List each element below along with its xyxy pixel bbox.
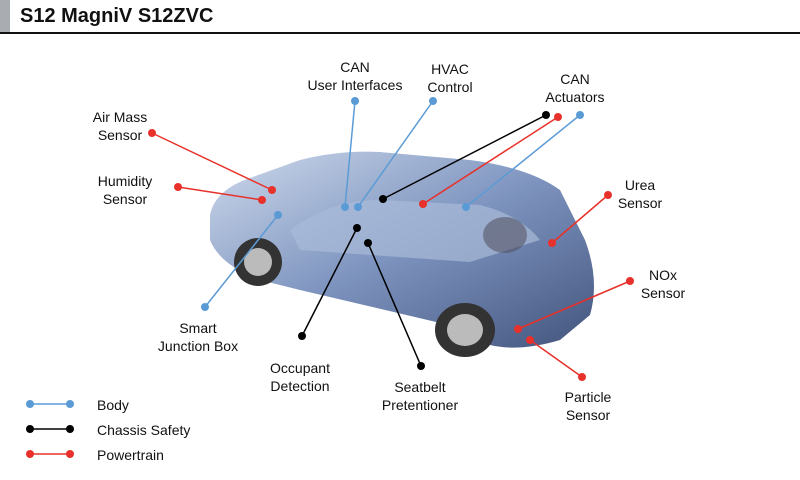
- callout-line: [517, 280, 631, 330]
- can-actuators-chassis-callout: [379, 111, 550, 203]
- legend-body: Body: [97, 397, 129, 413]
- callout-line: [529, 339, 583, 378]
- callout-dot: [626, 277, 634, 285]
- legend-chassis-marker: [26, 425, 74, 433]
- can-actuators-body-callout: [462, 111, 584, 211]
- humidity-callout: [174, 183, 266, 204]
- air-mass-callout: [148, 129, 276, 194]
- label-can-actuators: CAN Actuators: [545, 71, 605, 105]
- callout-dot: [542, 111, 550, 119]
- callout-dot: [351, 97, 359, 105]
- callout-dot: [298, 332, 306, 340]
- label-can-user-interfaces: CAN User Interfaces: [307, 59, 403, 93]
- legend-powertrain: Powertrain: [97, 447, 164, 463]
- callout-dot: [462, 203, 470, 211]
- occupant-callout: [298, 224, 361, 340]
- smart-junction-box-callout: [201, 211, 282, 311]
- callout-dot: [26, 400, 34, 408]
- callout-line: [367, 242, 422, 367]
- callout-dot: [66, 450, 74, 458]
- label-particle-sensor: Particle Sensor: [564, 389, 612, 423]
- can-user-interfaces-callout: [341, 97, 359, 211]
- label-nox-sensor: NOx Sensor: [640, 267, 686, 301]
- callout-line: [422, 116, 559, 205]
- callout-dot: [554, 113, 562, 121]
- callout-dot: [576, 111, 584, 119]
- callout-dot: [429, 97, 437, 105]
- callout-dot: [66, 400, 74, 408]
- callout-dot: [379, 195, 387, 203]
- urea-callout: [548, 191, 612, 247]
- callout-dot: [258, 196, 266, 204]
- callout-line: [301, 227, 358, 337]
- callout-dot: [417, 362, 425, 370]
- callout-dot: [201, 303, 209, 311]
- legend-powertrain-marker: [26, 450, 74, 458]
- page-title: S12 MagniV S12ZVC: [20, 5, 214, 27]
- callout-dot: [26, 450, 34, 458]
- label-hvac-control: HVAC Control: [427, 61, 473, 95]
- callout-dot: [66, 425, 74, 433]
- callout-dot: [353, 224, 361, 232]
- callout-dot: [514, 325, 522, 333]
- legend-body-marker: [26, 400, 74, 408]
- callout-dot: [354, 203, 362, 211]
- callout-line: [465, 114, 581, 208]
- nox-callout: [514, 277, 634, 333]
- callout-dot: [604, 191, 612, 199]
- callout-line: [382, 114, 547, 200]
- header-accent: [0, 0, 10, 33]
- header-divider: [0, 32, 800, 34]
- car-illustration: [210, 151, 594, 357]
- callout-dot: [548, 239, 556, 247]
- callout-dot: [578, 373, 586, 381]
- callout-dot: [26, 425, 34, 433]
- callout-line: [177, 186, 263, 201]
- label-air-mass-sensor: Air Mass Sensor: [92, 109, 148, 143]
- callout-line: [551, 194, 609, 244]
- callout-line: [357, 100, 434, 208]
- label-occupant-detection: Occupant Detection: [270, 360, 330, 394]
- callout-line: [344, 100, 356, 208]
- callout-line: [151, 132, 273, 191]
- callout-dot: [419, 200, 427, 208]
- label-urea-sensor: Urea Sensor: [617, 177, 663, 211]
- callout-dot: [148, 129, 156, 137]
- callout-line: [204, 214, 279, 308]
- label-smart-junction-box: Smart Junction Box: [157, 320, 239, 354]
- label-seatbelt-pretentioner: Seatbelt Pretentioner: [381, 379, 459, 413]
- particle-callout: [526, 336, 586, 381]
- legend-chassis-safety: Chassis Safety: [97, 422, 191, 438]
- callout-dot: [526, 336, 534, 344]
- callout-dot: [274, 211, 282, 219]
- callout-dot: [364, 239, 372, 247]
- label-humidity-sensor: Humidity Sensor: [97, 173, 153, 207]
- seatbelt-callout: [364, 239, 425, 370]
- hvac-callout: [354, 97, 437, 211]
- callout-dot: [174, 183, 182, 191]
- callout-dot: [341, 203, 349, 211]
- callout-dot: [268, 186, 276, 194]
- can-actuators-powertrain-callout: [419, 113, 562, 208]
